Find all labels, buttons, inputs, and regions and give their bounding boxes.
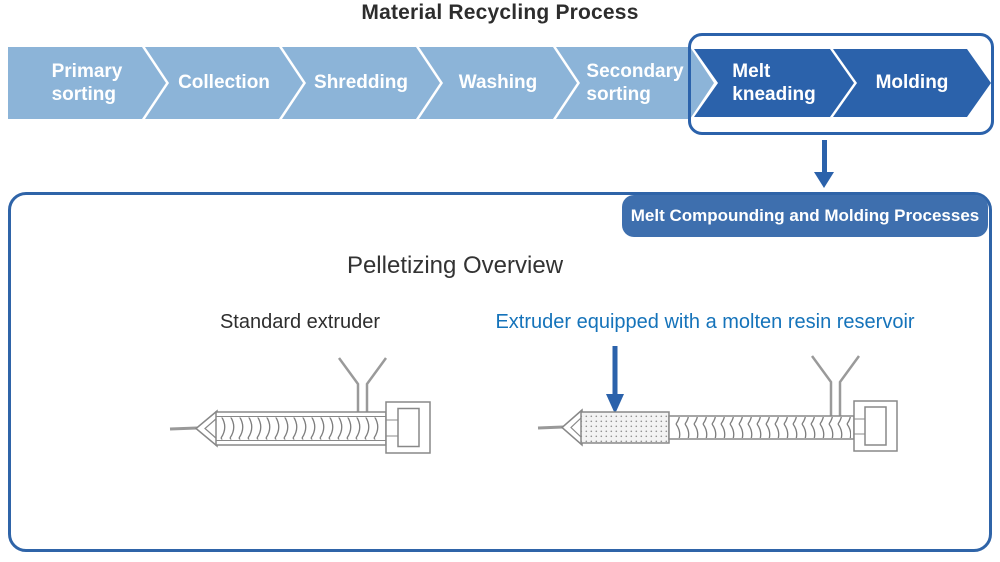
flow-step-collection: Collection	[145, 47, 303, 119]
screw-flights	[220, 417, 382, 440]
panel-title: Pelletizing Overview	[346, 252, 564, 279]
reservoir-extruder-label: Extruder equipped with a molten resin re…	[495, 311, 915, 333]
standard-extruder-label: Standard extruder	[219, 311, 381, 333]
extruded-strand-line	[169, 426, 198, 431]
down-arrow-head-icon	[814, 172, 834, 188]
page-title: Material Recycling Process	[361, 1, 639, 24]
flow-step-primary-sorting: Primary sorting	[8, 47, 166, 119]
screw-flights	[672, 417, 851, 438]
flow-step-shredding: Shredding	[282, 47, 440, 119]
standard-extruder-diagram	[169, 357, 431, 454]
flow-step-secondary-sorting: Secondary sorting	[556, 47, 714, 119]
hopper-funnel	[810, 355, 861, 418]
reservoir-pointer-arrow-icon	[606, 346, 624, 414]
extruded-strand-line	[537, 425, 564, 430]
flow-step-washing: Washing	[419, 47, 577, 119]
die-nozzle	[194, 409, 218, 448]
flow-step-melt-kneading: Melt kneading	[694, 49, 854, 117]
reservoir-extruder-diagram	[537, 346, 898, 452]
flow-step-molding: Molding	[833, 49, 991, 117]
hopper-funnel	[337, 357, 388, 412]
panel-header-tab: Melt Compounding and Molding Processes	[622, 195, 988, 237]
melt-compounding-panel	[8, 192, 992, 552]
melt-molding-highlight-box	[688, 33, 994, 135]
molten-resin-reservoir	[580, 411, 670, 444]
die-nozzle	[560, 408, 583, 447]
down-arrow-icon	[822, 140, 827, 174]
